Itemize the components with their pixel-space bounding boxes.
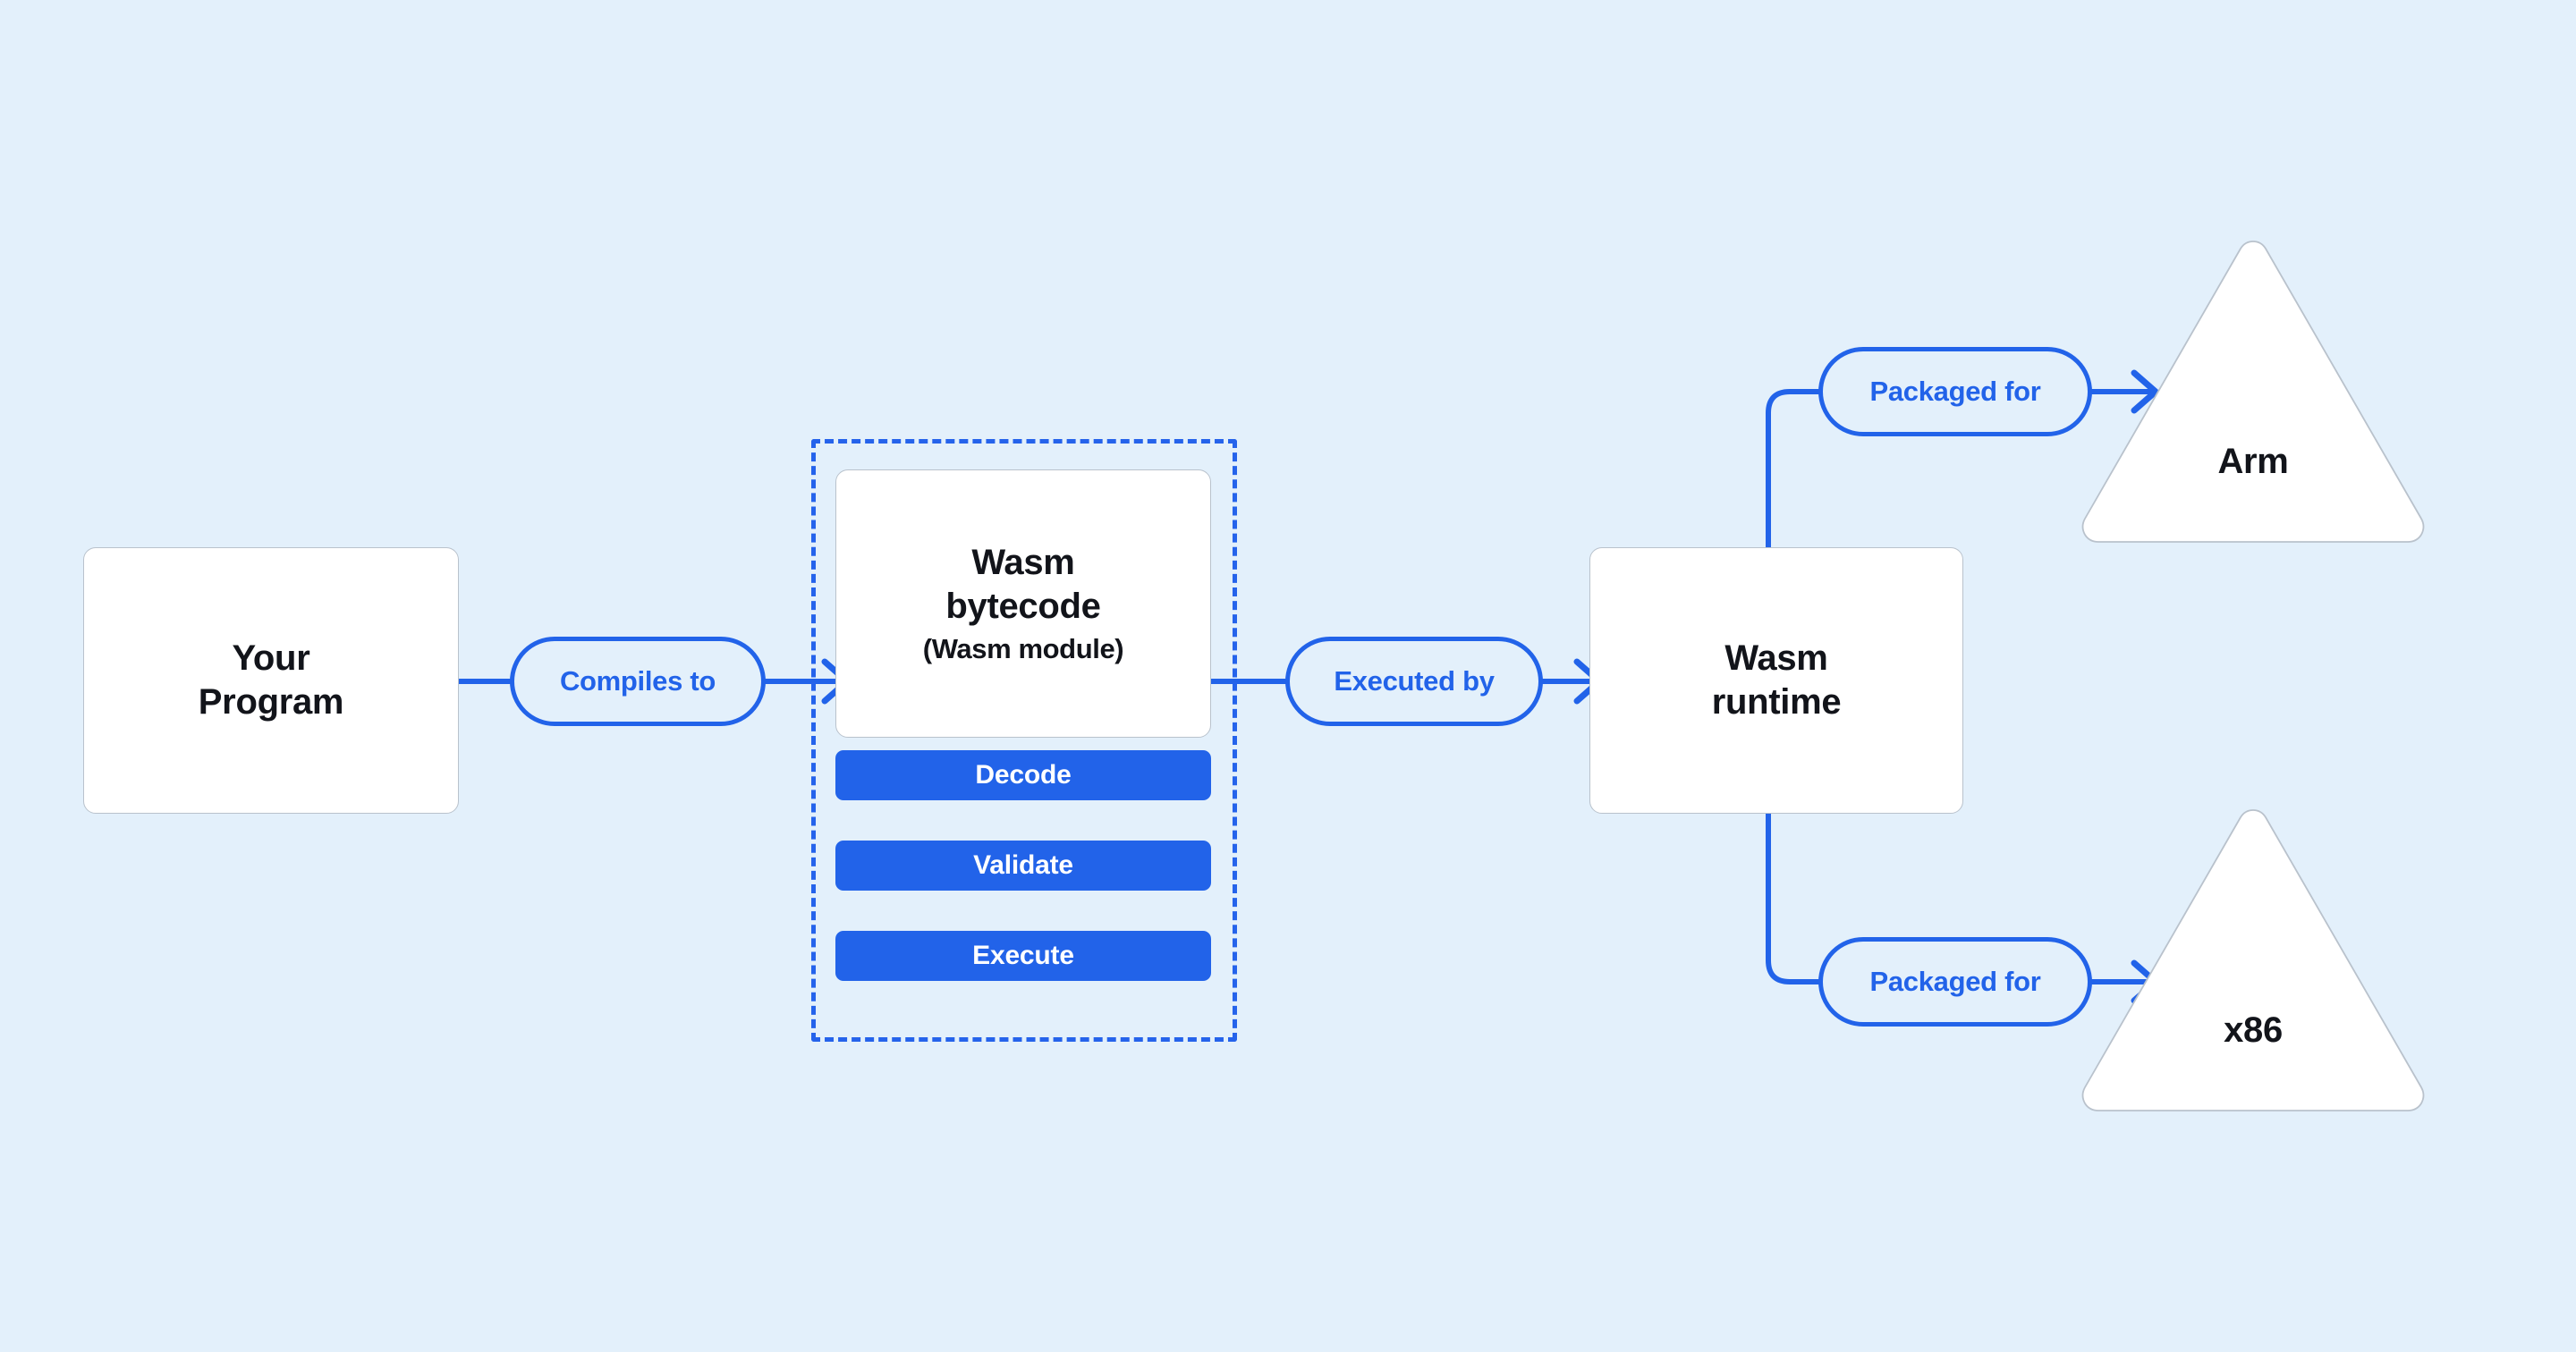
stage-button-execute-label: Execute <box>972 941 1074 970</box>
edge-label-executed-by[interactable]: Executed by <box>1285 637 1543 726</box>
wasm-runtime-line1: Wasm <box>1724 638 1828 679</box>
edge-label-compiles-to-text: Compiles to <box>559 665 716 697</box>
stage-button-decode[interactable]: Decode <box>835 750 1211 800</box>
edge-label-compiles-to[interactable]: Compiles to <box>510 637 766 726</box>
edge-label-packaged-for-arm-text: Packaged for <box>1869 376 2041 407</box>
edge-label-packaged-for-arm[interactable]: Packaged for <box>1818 347 2092 436</box>
node-target-arm[interactable]: Arm <box>2077 234 2429 549</box>
stage-button-validate[interactable]: Validate <box>835 841 1211 891</box>
edge-label-packaged-for-x86[interactable]: Packaged for <box>1818 937 2092 1027</box>
your-program-line2: Program <box>198 682 344 722</box>
stage-button-execute[interactable]: Execute <box>835 931 1211 981</box>
wasm-bytecode-line2: bytecode <box>945 587 1101 627</box>
wasm-bytecode-line1: Wasm <box>971 543 1075 583</box>
node-target-x86[interactable]: x86 <box>2077 803 2429 1118</box>
target-x86-label: x86 <box>2224 1010 2283 1050</box>
wasm-module-group-dashed-border <box>811 439 1237 1042</box>
target-arm-label: Arm <box>2217 442 2289 481</box>
edge-runtime-to-packaged-arm <box>1766 389 1825 550</box>
triangle-shape-x86 <box>2081 809 2425 1111</box>
stage-button-validate-label: Validate <box>973 850 1073 880</box>
wasm-runtime-line2: runtime <box>1711 682 1842 722</box>
triangle-shape-arm <box>2081 241 2425 543</box>
stage-button-decode-label: Decode <box>975 760 1072 790</box>
edge-label-packaged-for-x86-text: Packaged for <box>1869 966 2041 997</box>
wasm-bytecode-subtitle: (Wasm module) <box>922 632 1124 664</box>
edge-runtime-to-packaged-x86 <box>1766 811 1825 984</box>
node-wasm-runtime[interactable]: Wasm runtime <box>1589 547 1963 814</box>
node-wasm-bytecode[interactable]: Wasm bytecode (Wasm module) <box>835 469 1211 738</box>
node-your-program[interactable]: Your Program <box>83 547 459 814</box>
your-program-line1: Your <box>232 638 310 679</box>
edge-label-executed-by-text: Executed by <box>1334 665 1495 697</box>
